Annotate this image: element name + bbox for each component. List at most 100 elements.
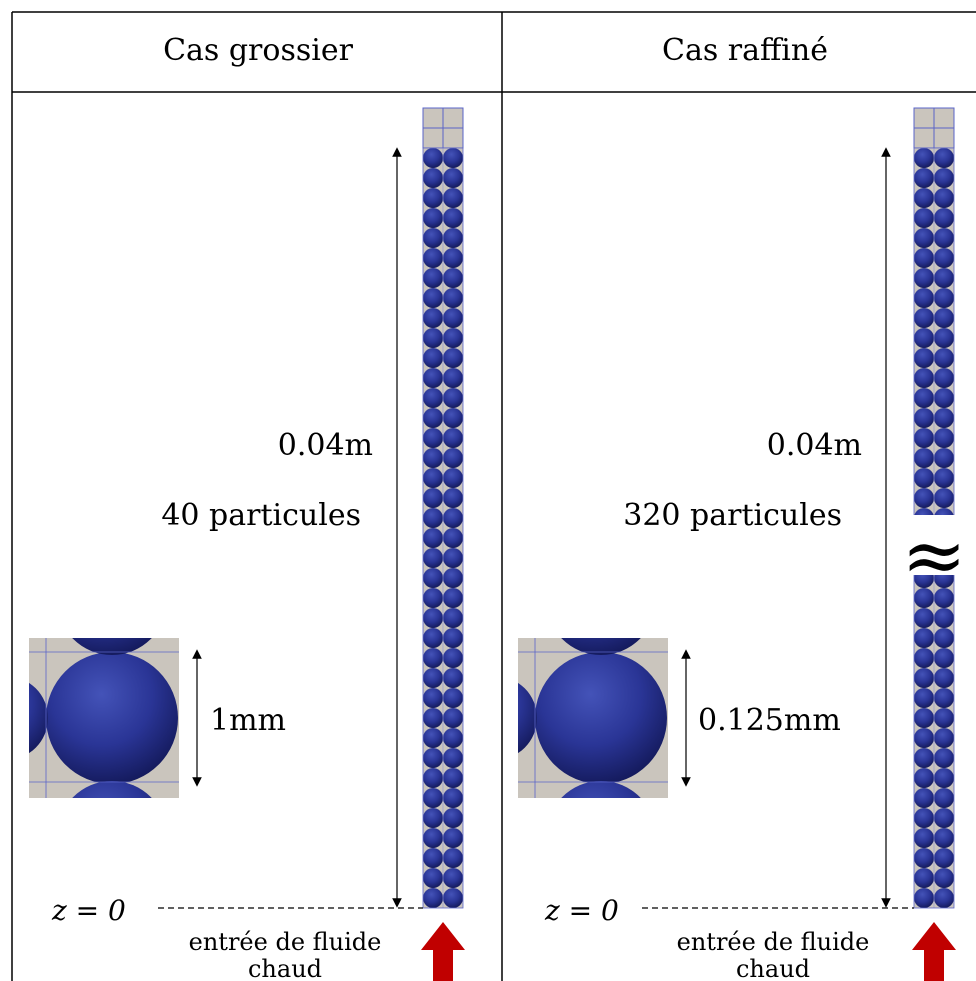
- particle-sphere: [423, 548, 443, 568]
- height-label: 0.04m: [767, 428, 862, 463]
- particle-sphere: [934, 588, 954, 608]
- particle-sphere: [934, 468, 954, 488]
- particle-sphere: [443, 308, 463, 328]
- particle-sphere: [914, 168, 934, 188]
- empty-cells-top: [422, 107, 464, 149]
- particle-sphere: [443, 368, 463, 388]
- particle-sphere: [423, 228, 443, 248]
- particle-sphere: [423, 488, 443, 508]
- particle-sphere: [443, 388, 463, 408]
- particle-sphere: [914, 628, 934, 648]
- particle-sphere: [443, 148, 463, 168]
- particle-sphere: [914, 248, 934, 268]
- particle-sphere: [934, 228, 954, 248]
- particle-sphere: [423, 748, 443, 768]
- particle-sphere: [443, 248, 463, 268]
- particle-sphere: [934, 688, 954, 708]
- particle-sphere: [423, 588, 443, 608]
- particle-sphere: [914, 868, 934, 888]
- particle-sphere: [423, 528, 443, 548]
- particle-sphere: [914, 648, 934, 668]
- particle-sphere: [934, 708, 954, 728]
- particle-sphere: [443, 468, 463, 488]
- particle-sphere: [914, 348, 934, 368]
- particle-sphere: [914, 728, 934, 748]
- particle-sphere: [914, 668, 934, 688]
- particle-sphere: [914, 888, 934, 908]
- particle-sphere: [443, 608, 463, 628]
- particle-sphere: [934, 868, 954, 888]
- column-header-coarse: Cas grossier: [163, 33, 354, 68]
- particle-sphere: [423, 188, 443, 208]
- particle-sphere: [934, 408, 954, 428]
- particle-sphere: [443, 348, 463, 368]
- particle-sphere: [443, 268, 463, 288]
- particle-sphere: [934, 648, 954, 668]
- particle-sphere: [934, 368, 954, 388]
- break-symbol-backdrop: [904, 515, 968, 575]
- particle-sphere: [934, 348, 954, 368]
- particle-sphere: [423, 168, 443, 188]
- particle-sphere: [914, 188, 934, 208]
- particle-sphere: [934, 888, 954, 908]
- particle-sphere: [443, 528, 463, 548]
- particle-sphere: [443, 808, 463, 828]
- particle-sphere: [423, 388, 443, 408]
- particle-column: [913, 147, 955, 909]
- hot-fluid-inlet-arrow: [912, 922, 956, 981]
- particle-sphere: [934, 728, 954, 748]
- particle-sphere: [934, 448, 954, 468]
- particle-sphere: [914, 208, 934, 228]
- particle-sphere: [443, 748, 463, 768]
- particle-sphere: [443, 708, 463, 728]
- particle-sphere: [914, 488, 934, 508]
- column-header-refined: Cas raffiné: [662, 33, 828, 68]
- particle-sphere: [423, 788, 443, 808]
- particle-sphere: [443, 828, 463, 848]
- inlet-label-line2: chaud: [248, 955, 322, 981]
- particle-sphere: [934, 428, 954, 448]
- particle-sphere: [443, 848, 463, 868]
- inlet-label-line1: entrée de fluide: [677, 928, 870, 956]
- particle-sphere: [934, 488, 954, 508]
- particle-sphere: [934, 248, 954, 268]
- particle-sphere: [914, 588, 934, 608]
- particle-sphere: [443, 568, 463, 588]
- particle-sphere: [914, 688, 934, 708]
- inlet-label-line1: entrée de fluide: [189, 928, 382, 956]
- particle-sphere: [934, 328, 954, 348]
- z-origin-label: z = 0: [51, 894, 126, 927]
- particle-sphere: [934, 848, 954, 868]
- particle-sphere: [423, 368, 443, 388]
- particle-sphere: [443, 408, 463, 428]
- particle-sphere: [934, 828, 954, 848]
- particle-sphere: [423, 348, 443, 368]
- particle-sphere: [443, 328, 463, 348]
- particle-sphere: [934, 148, 954, 168]
- empty-cells-top: [913, 107, 955, 149]
- table-frame: [11, 11, 976, 981]
- particle-sphere: [423, 728, 443, 748]
- particle-sphere: [423, 708, 443, 728]
- particle-sphere: [914, 368, 934, 388]
- hot-fluid-inlet-arrow: [421, 922, 465, 981]
- particle-sphere: [914, 828, 934, 848]
- particle-sphere: [934, 168, 954, 188]
- particle-sphere: [934, 288, 954, 308]
- particle-sphere: [423, 428, 443, 448]
- particle-sphere: [914, 468, 934, 488]
- particle-sphere: [914, 388, 934, 408]
- particle-sphere: [934, 808, 954, 828]
- particle-sphere: [423, 628, 443, 648]
- particle-sphere: [934, 768, 954, 788]
- particle-sphere: [934, 208, 954, 228]
- particle-sphere: [443, 168, 463, 188]
- particle-sphere: [914, 308, 934, 328]
- particle-sphere: [934, 668, 954, 688]
- particle-sphere: [914, 608, 934, 628]
- particle-sphere: [443, 888, 463, 908]
- zoomed-particle-inset: [518, 638, 668, 798]
- particle-sphere: [443, 188, 463, 208]
- particle-sphere: [423, 288, 443, 308]
- particle-sphere: [934, 628, 954, 648]
